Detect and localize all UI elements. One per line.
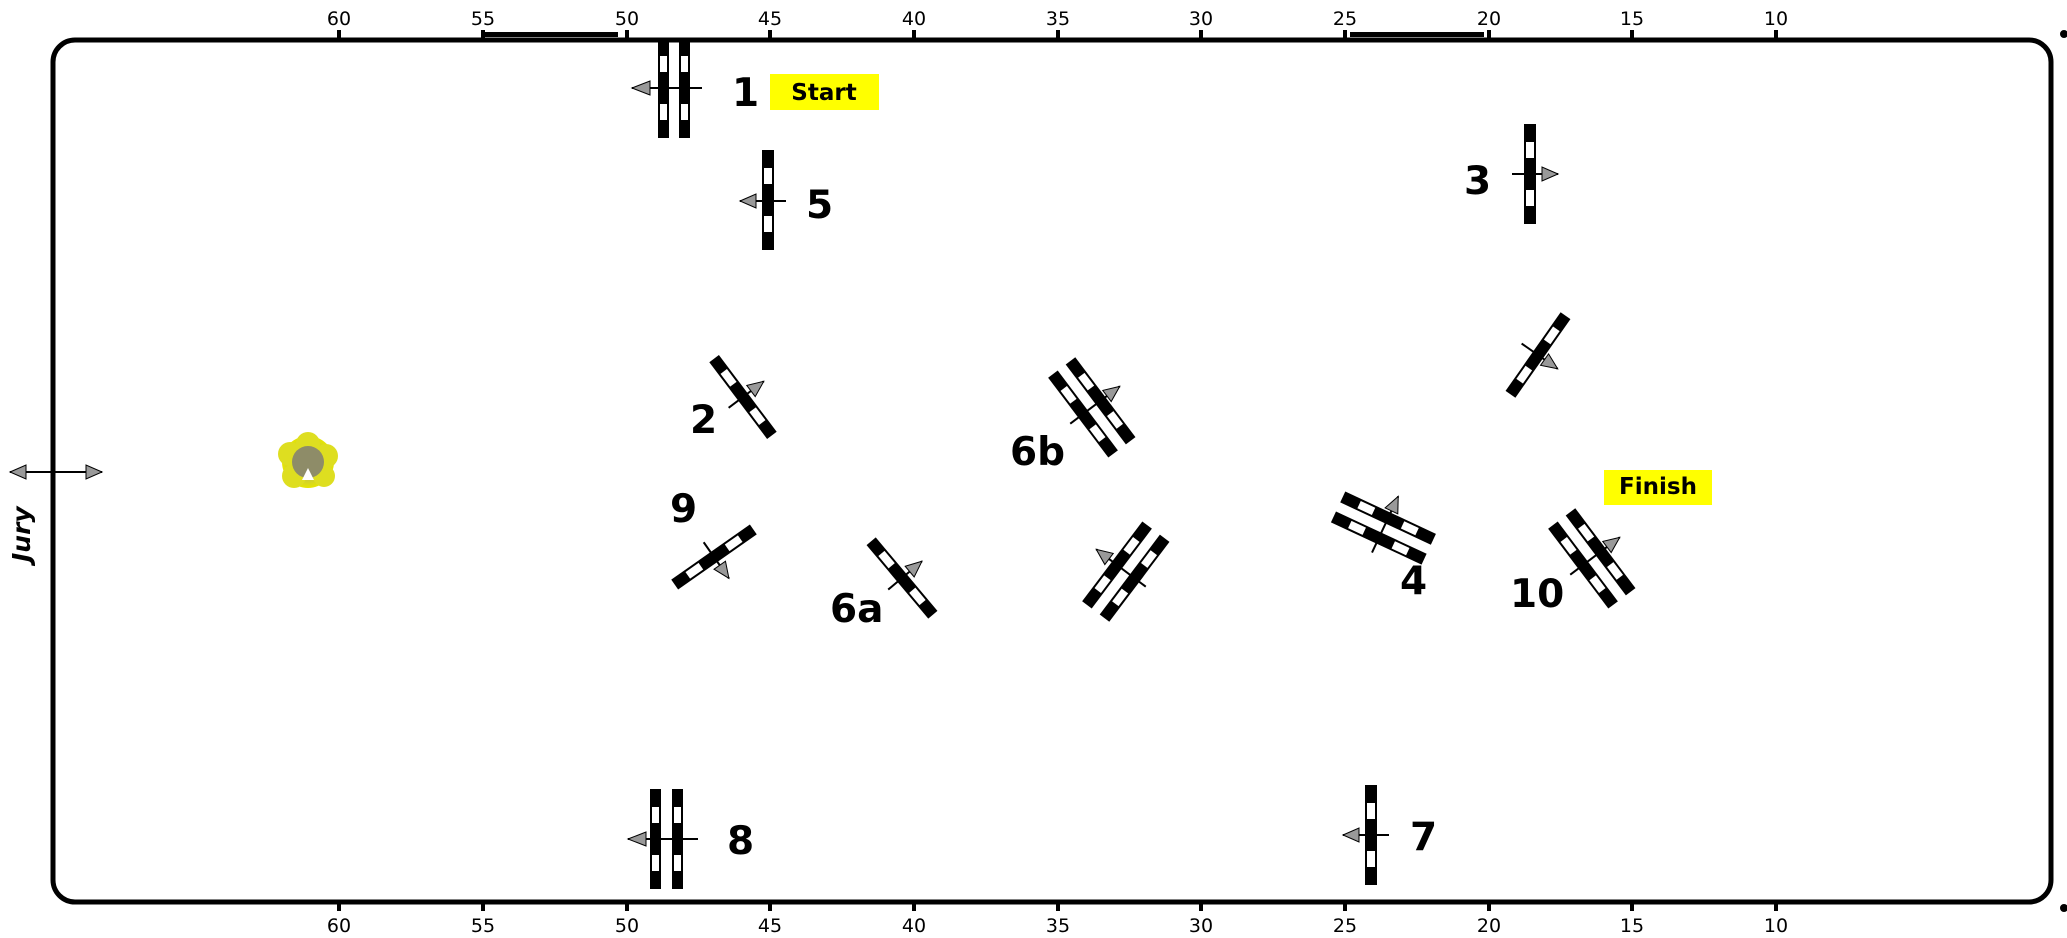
ruler-bar-top-right <box>1350 32 1484 37</box>
jump-5 <box>738 150 786 250</box>
axis-tick-label: 45 <box>758 915 782 937</box>
start-label: Start <box>791 80 856 106</box>
axis-tick-label: 45 <box>758 8 782 30</box>
axis-tick-label: 35 <box>1046 915 1070 937</box>
arrow-icon <box>713 560 730 580</box>
jump-unnumbered-center <box>1082 521 1170 622</box>
arrow-left-icon <box>738 193 757 209</box>
jump-5-label: 5 <box>806 183 833 228</box>
jump-1 <box>630 38 702 138</box>
arrow-right-icon <box>85 464 104 480</box>
arrow-icon <box>1101 385 1121 403</box>
jump-7 <box>1341 785 1389 885</box>
jump-6a-label: 6a <box>830 587 883 632</box>
arrow-icon <box>1095 548 1115 566</box>
jump-unnumbered-right <box>1505 312 1571 398</box>
axis-tick-label: 10 <box>1764 8 1788 30</box>
axis-tick-label: 30 <box>1189 915 1213 937</box>
arrow-left-icon <box>1341 827 1360 843</box>
ruler-bar-top-left <box>484 32 618 37</box>
jump-9-label: 9 <box>670 487 697 532</box>
axis-tick-label: 50 <box>615 915 639 937</box>
jump-8 <box>626 789 698 889</box>
jump-6a <box>866 537 938 619</box>
arrow-right-icon <box>1541 166 1560 182</box>
jump-3 <box>1512 124 1560 224</box>
jump-2-label: 2 <box>690 398 717 443</box>
arrow-icon <box>904 560 923 578</box>
finish-label: Finish <box>1619 474 1697 500</box>
axis-bottom: 60 55 50 45 40 35 30 25 20 15 10 <box>327 903 1788 937</box>
axis-tick-label: 60 <box>327 915 351 937</box>
arrow-left-icon <box>626 831 647 847</box>
axis-tick-label: 25 <box>1333 8 1357 30</box>
jury-arrow <box>8 464 104 480</box>
corner-dot-bottom-right <box>2060 904 2067 912</box>
arrow-icon <box>1601 536 1621 554</box>
axis-tick-label: 40 <box>902 915 926 937</box>
axis-tick-label: 55 <box>471 915 495 937</box>
jump-6b <box>1048 357 1136 458</box>
jury-label: Jury <box>7 505 36 567</box>
jump-1-label: 1 <box>732 71 759 116</box>
axis-tick-label: 10 <box>1764 915 1788 937</box>
arrow-icon <box>1384 495 1399 515</box>
finish-label-box <box>1604 470 1712 505</box>
jump-8-label: 8 <box>727 819 754 864</box>
arrow-left-icon <box>8 464 27 480</box>
axis-tick-label: 35 <box>1046 8 1070 30</box>
axis-tick-label: 15 <box>1620 915 1644 937</box>
axis-tick-label: 30 <box>1189 8 1213 30</box>
jump-6b-label: 6b <box>1010 430 1065 475</box>
arrow-icon <box>745 380 765 398</box>
tree-icon <box>278 432 338 488</box>
axis-tick-label: 20 <box>1477 8 1501 30</box>
jump-2 <box>709 355 777 439</box>
jump-3-label: 3 <box>1464 159 1491 204</box>
jump-4 <box>1330 491 1436 565</box>
jump-10 <box>1548 508 1636 609</box>
arrow-left-icon <box>630 80 651 96</box>
jump-7-label: 7 <box>1410 815 1437 860</box>
axis-tick-label: 15 <box>1620 8 1644 30</box>
jump-4-label: 4 <box>1400 559 1427 604</box>
jump-9 <box>671 524 757 590</box>
axis-tick-label: 55 <box>471 8 495 30</box>
jump-10-label: 10 <box>1510 572 1564 617</box>
axis-top: 60 55 50 45 40 35 30 25 20 15 10 <box>327 8 1788 38</box>
arrow-icon <box>1539 352 1559 370</box>
axis-tick-label: 25 <box>1333 915 1357 937</box>
axis-tick-label: 40 <box>902 8 926 30</box>
axis-tick-label: 60 <box>327 8 351 30</box>
axis-tick-label: 50 <box>615 8 639 30</box>
axis-tick-label: 20 <box>1477 915 1501 937</box>
corner-dot-top-right <box>2060 30 2067 38</box>
start-label-box <box>770 74 879 110</box>
